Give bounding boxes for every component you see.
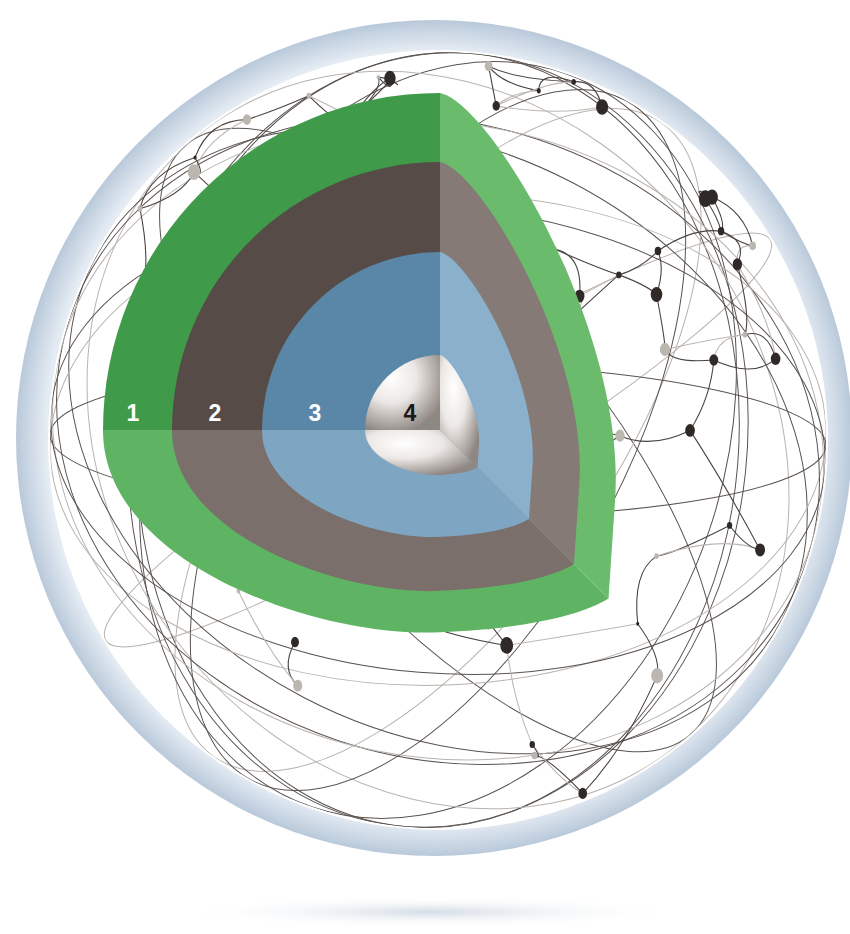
mesh-link (620, 430, 690, 441)
callout-number: 4 (398, 400, 422, 426)
mesh-dot (243, 114, 251, 125)
mesh-link (730, 525, 761, 549)
mesh-link (737, 264, 775, 358)
mesh-link (496, 82, 573, 106)
mesh-dot (743, 331, 748, 337)
mesh-link (507, 645, 533, 744)
mesh-curve (0, 3, 850, 877)
mesh-dot (709, 354, 718, 366)
mesh-dot (137, 205, 142, 211)
mesh-link (496, 106, 602, 111)
mesh-curve (89, 12, 787, 869)
mesh-link (507, 624, 638, 646)
mesh-link (619, 251, 658, 275)
outer-core-layer: 34 (262, 252, 538, 540)
callout-number: 3 (303, 400, 327, 426)
floor-shadow (180, 896, 680, 928)
mesh-dot (193, 155, 196, 159)
mesh-link (489, 66, 574, 82)
mesh-dot (615, 430, 624, 442)
mesh-dot (654, 553, 659, 559)
mesh-dot (685, 424, 695, 437)
mesh-dot (578, 788, 587, 799)
mesh-link (657, 544, 761, 556)
callout-number: 1 (121, 400, 145, 426)
mesh-dot (733, 258, 742, 270)
layer-right-face (440, 355, 479, 468)
globe-halo (16, 20, 850, 856)
mesh-link (583, 676, 657, 794)
layer-front-face (365, 355, 440, 430)
mesh-dot (651, 287, 663, 302)
mesh-link (658, 231, 721, 251)
layer-front-face (103, 93, 440, 430)
mesh-link (532, 744, 582, 793)
mesh-dot (293, 680, 302, 692)
mesh-dot (718, 227, 724, 235)
layer-front-face (262, 252, 440, 430)
mesh-dot (749, 241, 756, 250)
mesh-dot (532, 752, 538, 760)
mesh-link (657, 525, 730, 556)
layer-front-face (172, 162, 440, 430)
mesh-dot (616, 271, 621, 278)
mesh-dot (537, 88, 541, 93)
mesh-link (690, 360, 714, 430)
mesh-curve (68, 44, 809, 836)
mesh-dot (500, 637, 513, 654)
mesh-dot (571, 79, 576, 85)
mesh-curve (90, 22, 786, 858)
mesh-link (665, 349, 714, 360)
mesh-dot (727, 522, 732, 529)
mesh-dot (596, 99, 608, 115)
mantle-layer: 234 (172, 162, 587, 596)
mesh-curve (0, 17, 850, 863)
inner-core: 4 (365, 355, 481, 477)
mesh-dot (377, 75, 380, 79)
mesh-link (737, 264, 746, 334)
mesh-curve (41, 0, 835, 900)
mesh-link (714, 359, 776, 369)
mesh-link (619, 275, 657, 295)
mesh-dot (493, 101, 500, 111)
mesh-link (714, 335, 745, 360)
crust-layer: 1234 (103, 93, 625, 639)
mesh-link (496, 91, 539, 106)
mesh-link (140, 158, 195, 209)
mesh-link (637, 556, 657, 624)
mesh-link (140, 172, 194, 209)
mesh-link (580, 275, 619, 296)
callout-number: 2 (203, 400, 227, 426)
mesh-curve (76, 26, 800, 854)
mesh-dot (188, 164, 200, 180)
mesh-dot (530, 741, 535, 748)
mesh-dot (699, 190, 712, 207)
mesh-dot (655, 247, 662, 255)
layer-outline (365, 355, 481, 477)
mesh-dot (306, 93, 311, 99)
mesh-link (657, 294, 665, 349)
mesh-dot (636, 622, 639, 626)
mesh-curve (0, 53, 850, 827)
mesh-dot (771, 353, 781, 366)
mesh-dot (651, 668, 663, 684)
mesh-link (247, 96, 309, 120)
mesh-dot (755, 543, 765, 556)
mesh-link (690, 430, 760, 550)
mesh-link (638, 624, 658, 676)
mesh-dot (485, 61, 493, 71)
mesh-dot (291, 637, 299, 647)
mesh-link (195, 120, 247, 158)
mesh-dot (660, 343, 670, 356)
layer-right-face (440, 252, 533, 519)
mesh-dot (384, 71, 395, 86)
mesh-link (489, 66, 497, 106)
mesh-link (288, 642, 298, 686)
